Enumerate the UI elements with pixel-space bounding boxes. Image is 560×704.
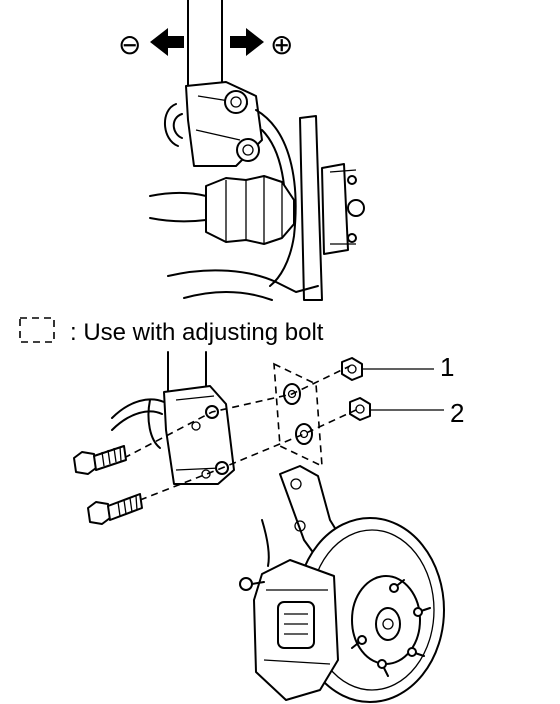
nut-2 — [349, 397, 371, 421]
arrow-left-icon — [150, 28, 184, 56]
exploded-view-illustration: 1 2 — [73, 351, 464, 703]
bolt-upper — [73, 445, 127, 475]
nut-1 — [341, 357, 363, 381]
plus-symbol: ⊕ — [270, 29, 293, 60]
top-view-illustration: ⊖ ⊕ — [118, 0, 365, 301]
legend: : Use with adjusting bolt — [19, 317, 324, 346]
adjusting-washer-box — [273, 362, 323, 468]
dashed-box-icon — [19, 317, 55, 343]
arrow-right-icon — [230, 28, 264, 56]
callout-1: 1 — [440, 352, 454, 382]
legend-text: : Use with adjusting bolt — [70, 319, 324, 346]
callout-2: 2 — [450, 398, 464, 428]
minus-symbol: ⊖ — [118, 29, 141, 60]
bolt-lower — [87, 493, 143, 525]
